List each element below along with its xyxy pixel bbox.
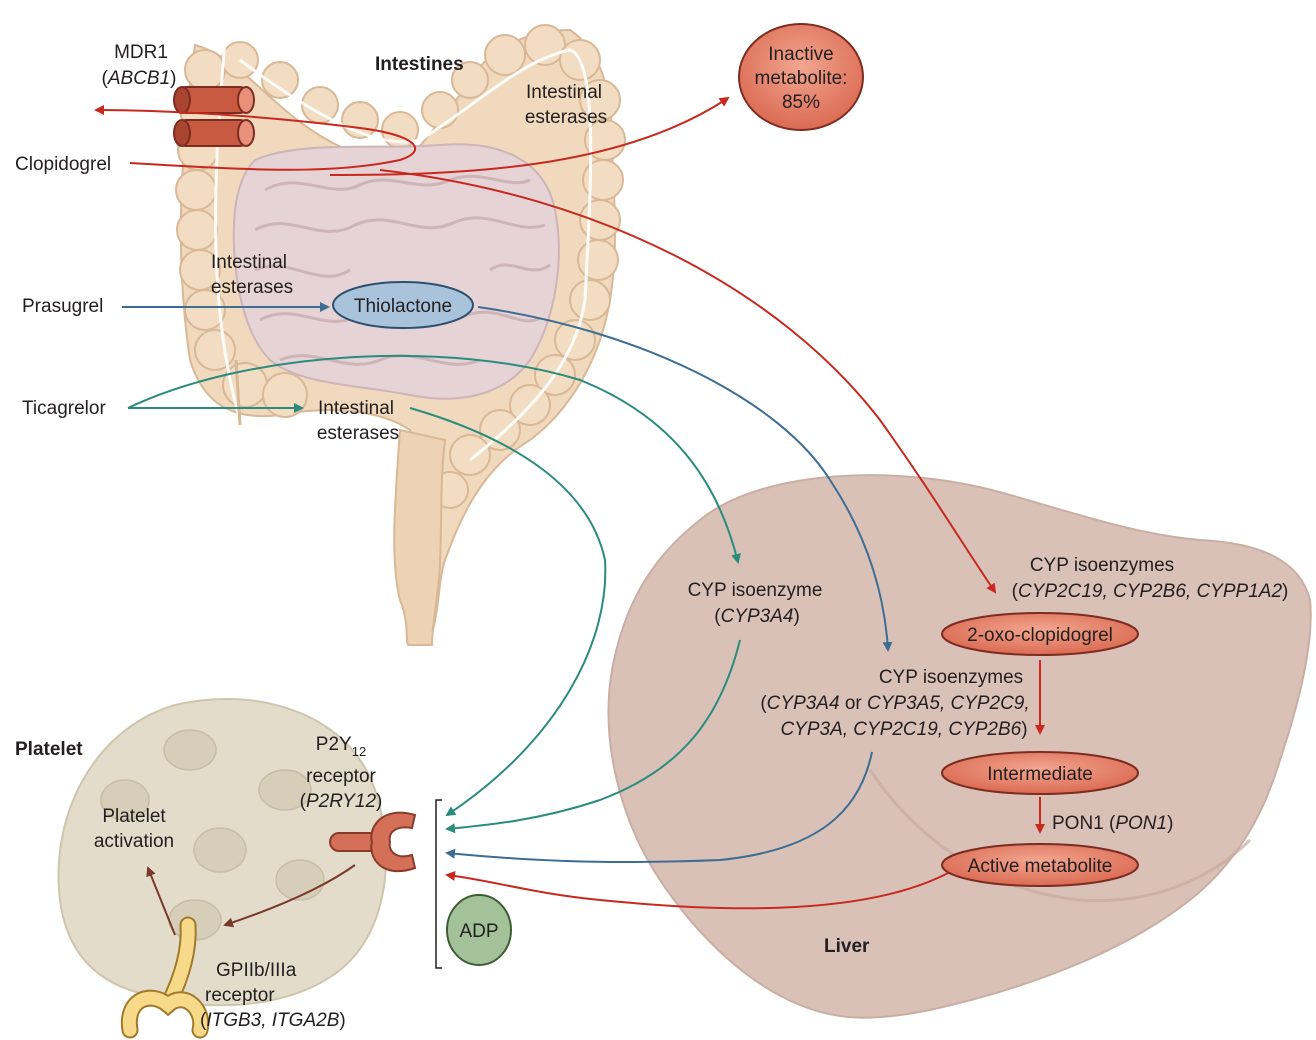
esterases-top-line1: Intestinal — [526, 82, 602, 103]
inactive-metabolite-node: Inactive metabolite: 85% — [739, 24, 863, 130]
esterases-top-line2: esterases — [525, 107, 607, 128]
platelet-activation-line2: activation — [94, 831, 174, 852]
ticagrelor-label: Ticagrelor — [22, 398, 106, 419]
active-metabolite-label: Active metabolite — [968, 856, 1113, 877]
gp-label-line1: GPIIb/IIIa — [216, 960, 297, 981]
inactive-line3: 85% — [782, 92, 820, 113]
esterases-left-line1: Intestinal — [211, 252, 287, 273]
thiolactone-node: Thiolactone — [333, 282, 473, 328]
clopidogrel-cyp-title: CYP isoenzymes — [1030, 555, 1174, 576]
esterases-ticagrelor-line1: Intestinal — [318, 398, 394, 419]
adp-label: ADP — [459, 921, 498, 942]
cyp3a4-gene: (CYP3A4) — [714, 606, 800, 627]
p2ry12-gene: (P2RY12) — [300, 791, 383, 812]
prasugrel-cyp-genes-2: CYP3A, CYP2C19, CYP2B6) — [780, 719, 1027, 740]
gp-label-line2: receptor — [205, 985, 275, 1006]
oxo-clopidogrel-node: 2-oxo-clopidogrel — [942, 613, 1138, 655]
esterases-left-line2: esterases — [211, 277, 293, 298]
gp-genes: (ITGB3, ITGA2B) — [200, 1010, 346, 1031]
clopidogrel-label: Clopidogrel — [15, 154, 111, 175]
intermediate-label: Intermediate — [987, 764, 1093, 785]
oxo-clopidogrel-label: 2-oxo-clopidogrel — [967, 625, 1113, 646]
inactive-line2: metabolite: — [755, 68, 848, 89]
liver-shape — [609, 475, 1311, 1018]
mdr1-gene-label: (ABCB1) — [102, 68, 177, 89]
prasugrel-cyp-genes-1: (CYP3A4 or CYP3A5, CYP2C9, — [760, 693, 1029, 714]
mdr1-label: MDR1 — [114, 42, 168, 63]
thiolactone-label: Thiolactone — [354, 296, 452, 317]
active-metabolite-node: Active metabolite — [942, 844, 1138, 886]
platelet-title: Platelet — [15, 739, 83, 760]
platelet-activation-line1: Platelet — [102, 806, 166, 827]
prasugrel-cyp-title: CYP isoenzymes — [879, 667, 1023, 688]
pon1-label: PON1 (PON1) — [1052, 813, 1173, 834]
adp-bracket — [436, 800, 442, 968]
esterases-ticagrelor-line2: esterases — [317, 423, 399, 444]
liver-title: Liver — [824, 936, 870, 957]
receptor-label: receptor — [306, 766, 376, 787]
prasugrel-label: Prasugrel — [22, 296, 103, 317]
intermediate-node: Intermediate — [942, 752, 1138, 794]
cyp3a4-title: CYP isoenzyme — [688, 580, 823, 601]
clopidogrel-cyp-genes: (CYP2C19, CYP2B6, CYPP1A2) — [1012, 581, 1289, 602]
intestines-title: Intestines — [375, 54, 464, 75]
adp-node: ADP — [447, 895, 511, 965]
inactive-line1: Inactive — [768, 44, 833, 65]
